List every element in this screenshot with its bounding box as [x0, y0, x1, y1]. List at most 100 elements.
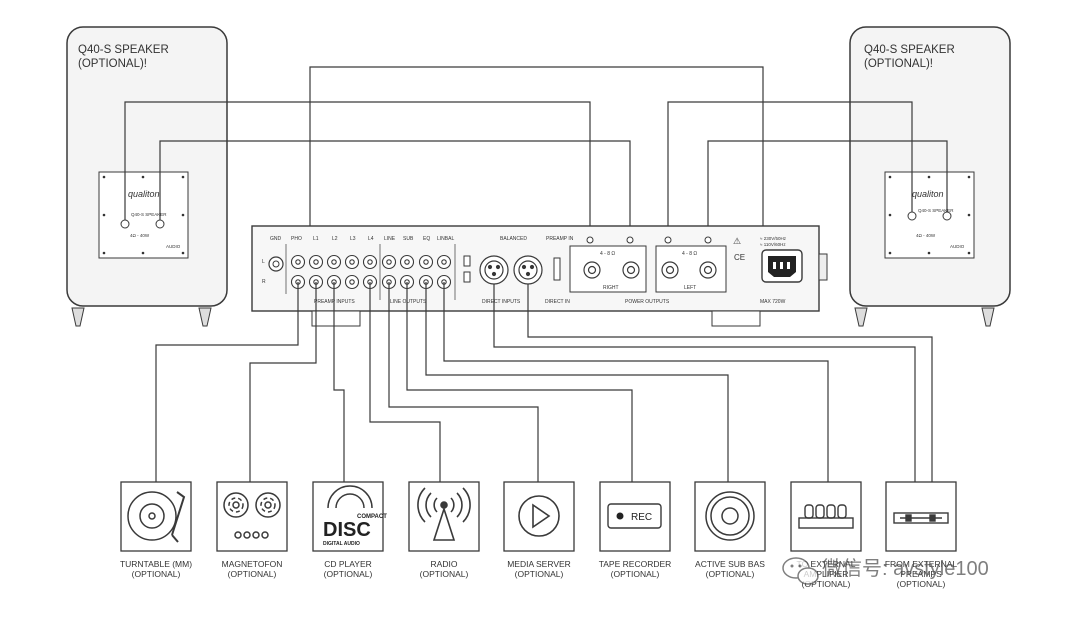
- right-speaker-foot-right: [981, 307, 995, 327]
- label-side-r: R: [262, 279, 266, 285]
- left-speaker: Q40-S SPEAKER (OPTIONAL)! qualiton Q40-S…: [66, 26, 228, 327]
- cable-magnetofon: [249, 282, 317, 482]
- record-icon: REC: [607, 503, 662, 529]
- cable-top-loop: [309, 66, 764, 230]
- label-direct-inputs: DIRECT INPUTS: [482, 299, 521, 305]
- right-speaker-terminal-neg: [907, 211, 917, 221]
- cable-left-speaker-pos: [159, 140, 631, 240]
- label-power-outputs: POWER OUTPUTS: [625, 299, 670, 305]
- media-server-box: [503, 481, 575, 552]
- label-l2: L2: [332, 236, 338, 242]
- watermark: 微信号: avstyle100: [782, 557, 989, 585]
- xlr-input-right[interactable]: [513, 255, 543, 285]
- label-voltage-1: ≈ 230V/50Hz: [760, 236, 787, 241]
- source-media-server: MEDIA SERVER (OPTIONAL): [503, 481, 575, 579]
- speaker-cables: [124, 66, 948, 240]
- label-eq: EQ: [423, 236, 430, 242]
- post-right-pos[interactable]: [622, 261, 640, 279]
- amp-side-switch[interactable]: [818, 253, 828, 281]
- cable-left-speaker-neg: [124, 101, 591, 240]
- external-preamp-box: [885, 481, 957, 552]
- label-line-outputs: LINE OUTPUTS: [390, 299, 427, 305]
- source-cd-player: COMPACT DISC DIGITAL AUDIO CD PLAYER (OP…: [312, 481, 387, 579]
- radio-label-1: RADIO: [431, 559, 458, 569]
- tape-recorder-label-1: TAPE RECORDER: [599, 559, 672, 569]
- subwoofer-label-1: ACTIVE SUB BAS: [695, 559, 765, 569]
- speaker-posts: [583, 261, 717, 279]
- right-speaker-title-line1: Q40-S SPEAKER: [864, 44, 955, 56]
- label-side-l: L: [262, 259, 265, 265]
- xlr-input-left[interactable]: [479, 255, 509, 285]
- external-preamp-label-3: (OPTIONAL): [897, 579, 946, 589]
- warning-icon: ⚠: [733, 236, 741, 246]
- external-amp-label-2: AMPLIFIER: [804, 569, 849, 579]
- radio-label-2: (OPTIONAL): [420, 569, 469, 579]
- left-speaker-foot-left: [71, 307, 85, 327]
- toggle-switch-2[interactable]: [463, 271, 471, 283]
- source-external-amp: TO EXTERNAL AMPLIFIER (OPTIONAL): [790, 481, 862, 589]
- external-preamp-label-2: PREAMPS: [900, 569, 942, 579]
- source-turntable: TURNTABLE (MM) (OPTIONAL): [120, 481, 192, 579]
- preamp-in-switch[interactable]: [553, 257, 561, 281]
- label-direct-in: DIRECT IN: [545, 299, 570, 305]
- media-server-label-1: MEDIA SERVER: [507, 559, 571, 569]
- left-speaker-title-line1: Q40-S SPEAKER: [78, 44, 169, 56]
- cd-player-label-2: (OPTIONAL): [324, 569, 373, 579]
- left-speaker-terminal-neg: [120, 219, 130, 229]
- source-tape-recorder: REC TAPE RECORDER (OPTIONAL): [599, 481, 672, 579]
- label-pho: PHO: [291, 236, 302, 242]
- cd-logo-mid: DISC: [323, 519, 371, 541]
- label-l1: L1: [313, 236, 319, 242]
- label-impedance-right: 4 - 8 Ω: [600, 251, 615, 257]
- rec-text: REC: [631, 512, 652, 523]
- cable-ext-amp: [443, 282, 829, 482]
- amp-foot-right: [711, 310, 761, 327]
- left-speaker-terminal-pos: [155, 219, 165, 229]
- wechat-icon: [782, 557, 819, 585]
- turntable-label-2: (OPTIONAL): [132, 569, 181, 579]
- label-gnd: GND: [270, 236, 282, 242]
- cd-player-label-1: CD PLAYER: [324, 559, 372, 569]
- label-l3: L3: [350, 236, 356, 242]
- cable-turntable: [155, 282, 299, 482]
- label-voltage-2: ≈ 110V/60Hz: [760, 242, 786, 247]
- cd-logo-top: COMPACT: [357, 514, 387, 520]
- subwoofer-icon: [705, 491, 755, 541]
- source-subwoofer: ACTIVE SUB BAS (OPTIONAL): [694, 481, 766, 579]
- tube-amp-icon: [798, 504, 854, 529]
- compact-disc-icon: COMPACT DISC DIGITAL AUDIO: [323, 485, 387, 547]
- post-left-pos[interactable]: [699, 261, 717, 279]
- rca-l1[interactable]: [308, 254, 324, 290]
- amplifier: L R GND PHO L1 L2 L3 L4 LINE SUB EQ LINB…: [251, 225, 828, 327]
- toggle-switch-1[interactable]: [463, 255, 471, 267]
- post-right-neg[interactable]: [583, 261, 601, 279]
- left-speaker-spec: 4Ω - 40W: [130, 233, 150, 238]
- cable-media-server: [388, 282, 539, 482]
- cable-ext-preamp-2: [527, 284, 933, 482]
- right-speaker-terminal-plate: [884, 171, 975, 259]
- post-left-neg[interactable]: [661, 261, 679, 279]
- magnetofon-box: [216, 481, 288, 552]
- input-labels: GND PHO L1 L2 L3 L4 LINE SUB EQ LINBAL: [270, 236, 454, 242]
- right-speaker-foot-left: [854, 307, 868, 327]
- label-balanced: BALANCED: [500, 236, 527, 242]
- turntable-label-1: TURNTABLE (MM): [120, 559, 192, 569]
- label-left: LEFT: [684, 285, 696, 291]
- external-amp-label-1: TO EXTERNAL: [797, 559, 856, 569]
- cable-sub: [425, 282, 729, 482]
- magnetofon-label-2: (OPTIONAL): [228, 569, 277, 579]
- right-speaker-spec: 4Ω - 40W: [916, 233, 936, 238]
- label-preamp-inputs: PREAMP INPUTS: [314, 299, 355, 305]
- label-right: RIGHT: [603, 285, 619, 291]
- cable-radio: [369, 282, 441, 482]
- media-server-label-2: (OPTIONAL): [515, 569, 564, 579]
- cable-ext-preamp-1: [493, 284, 916, 482]
- left-speaker-title-line2: (OPTIONAL)!: [78, 58, 147, 70]
- label-linbal: LINBAL: [437, 236, 454, 242]
- label-line: LINE: [384, 236, 396, 242]
- rca-l3[interactable]: [344, 254, 360, 290]
- left-speaker-terminal-label: Q40-S SPEAKER: [131, 212, 167, 217]
- radio-antenna-icon: [417, 487, 471, 541]
- left-speaker-terminal-plate: [98, 171, 189, 259]
- magnetofon-label-1: MAGNETOFON: [222, 559, 283, 569]
